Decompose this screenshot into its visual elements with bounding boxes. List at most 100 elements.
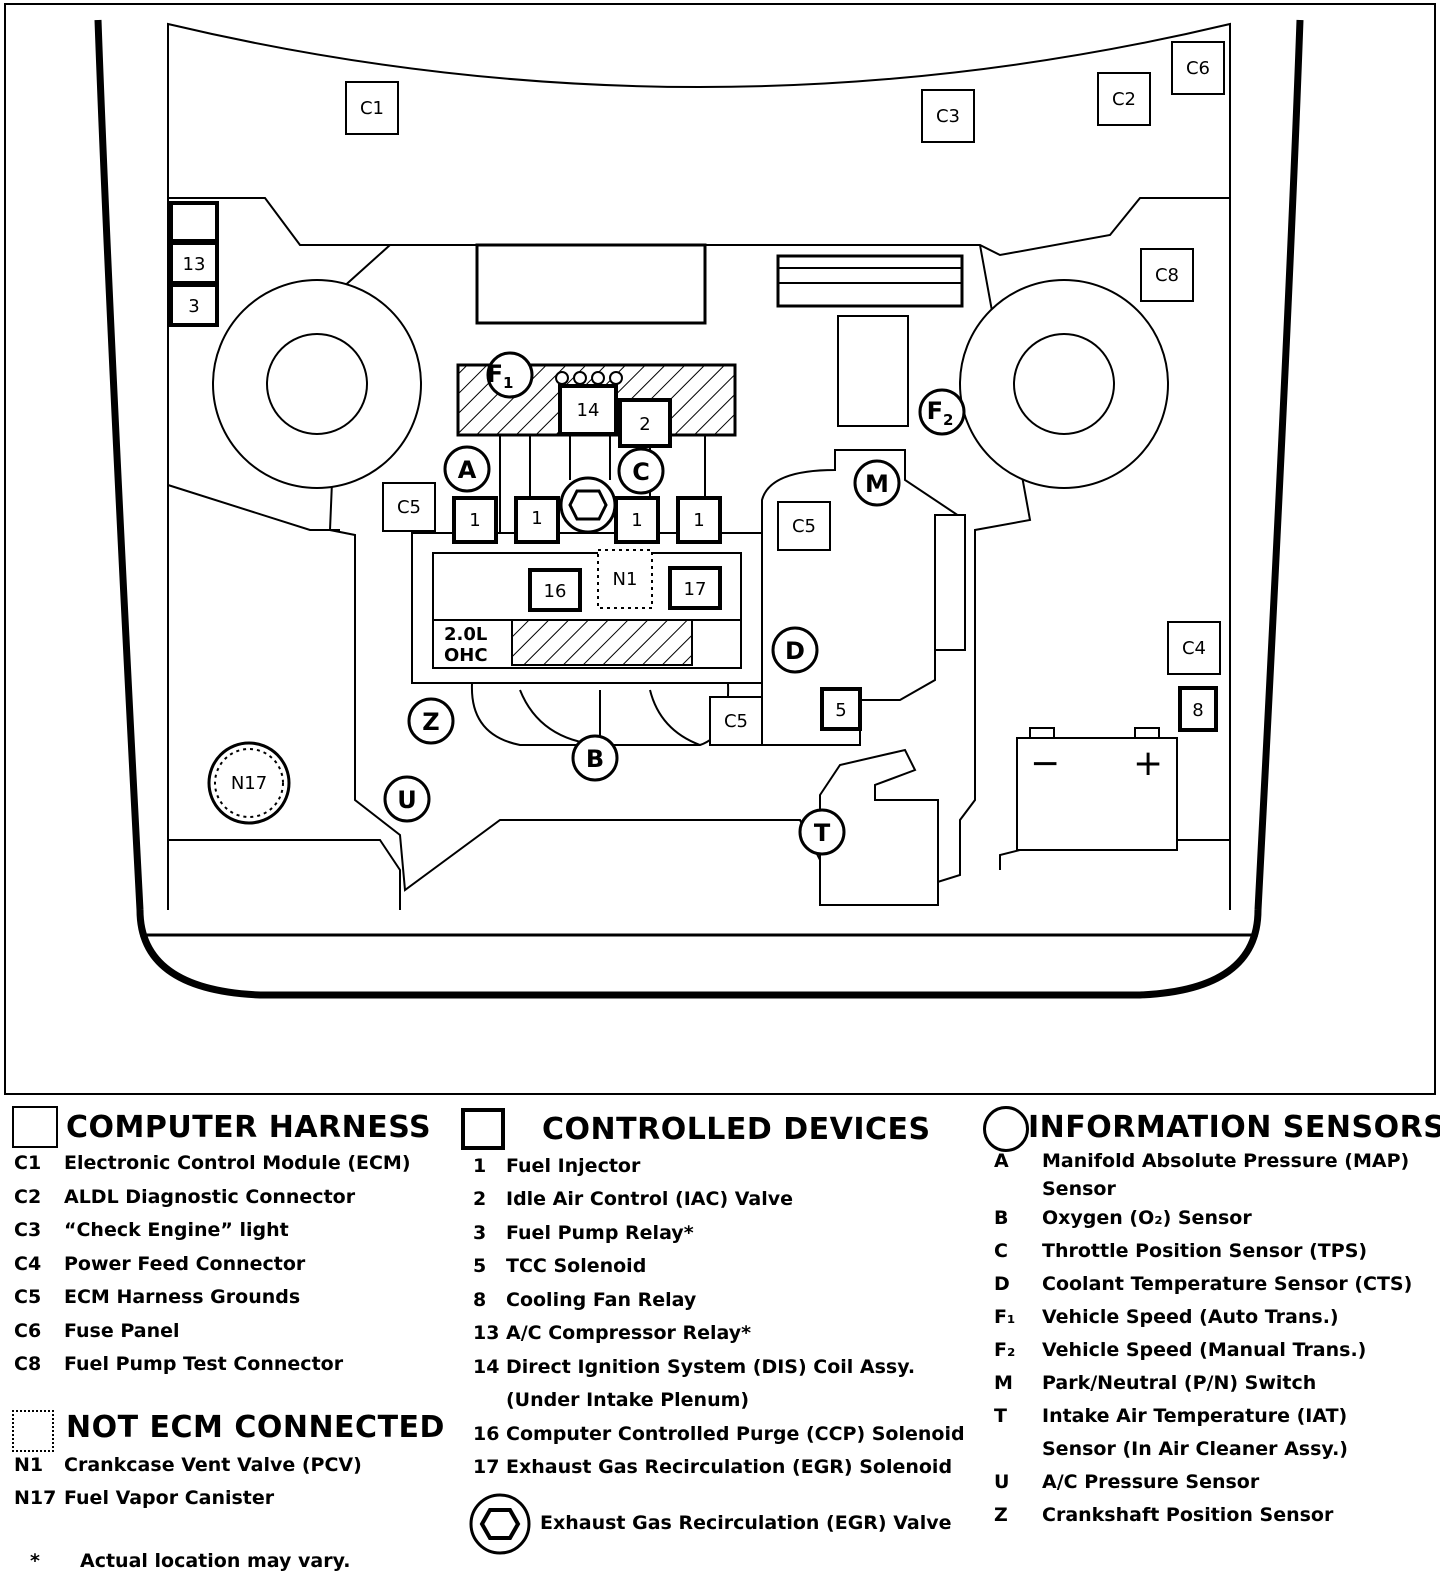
tag-n17: N17 [207,741,291,825]
compartment-outline [167,198,1231,910]
svg-text:U: U [397,786,417,814]
tag-1d: 1 [676,496,722,544]
svg-text:16: 16 [544,581,567,602]
svg-text:C5: C5 [724,711,748,732]
tag-16: 16 [528,568,582,612]
tag-m: M [853,459,901,507]
tag-c5-bottom: C5 [709,696,763,746]
tag-t: T [798,808,846,856]
tag-5: 5 [820,687,862,731]
tag-z: Z [407,697,455,745]
tag-b: B [571,734,619,782]
svg-text:A: A [458,456,477,484]
engine-label-line1: 2.0L [444,624,487,645]
tag-14: 14 [558,384,618,436]
tag-c5-right: C5 [777,501,831,551]
tag-d: D [771,626,819,674]
svg-text:1: 1 [693,510,704,531]
svg-text:B: B [586,745,604,773]
svg-text:3: 3 [188,296,199,317]
exhaust-runner [519,689,701,746]
right-strut-center [1013,333,1115,435]
footnote-mark: * [30,1550,40,1572]
cowl-panel [167,22,1231,257]
tag-1a: 1 [452,496,498,544]
tag-17: 17 [668,566,722,610]
svg-text:F1: F1 [487,360,514,392]
tag-8: 8 [1178,686,1218,732]
svg-text:C3: C3 [936,106,960,127]
battery-minus: − [1030,743,1060,784]
cam-cover-hatch [511,619,693,666]
tag-n1: N1 [597,549,653,609]
svg-text:1: 1 [531,508,542,529]
tag-13: 13 [169,241,219,285]
tag-c8: C8 [1140,248,1194,302]
engine-bay-outline [328,244,1032,902]
footnote-text: Actual location may vary. [80,1550,351,1572]
air-cleaner-upper [776,254,964,308]
svg-text:13: 13 [183,254,206,275]
not-ecm-symbol [12,1410,54,1452]
svg-text:M: M [865,470,889,498]
svg-text:17: 17 [684,579,707,600]
svg-text:1: 1 [631,510,642,531]
sensors-title: INFORMATION SENSORS [1028,1110,1440,1145]
engine-label-line2: OHC [444,645,488,666]
svg-text:D: D [785,637,805,665]
svg-text:N1: N1 [613,569,638,590]
svg-text:8: 8 [1192,700,1203,721]
tag-f1: F1 [486,351,534,399]
battery-plus: + [1133,743,1163,784]
tag-c: C [617,447,665,495]
left-fender-line [94,19,144,911]
left-strut-brace [167,484,340,531]
diagram-frame [4,3,1436,1095]
sensor-tags: F1 F2 A C M D Z B U T [383,351,966,856]
svg-text:1: 1 [469,510,480,531]
device-tags: 13 3 14 2 1 1 1 1 16 17 5 8 [169,201,1218,732]
left-strut-center [266,333,368,435]
svg-text:Z: Z [422,708,439,736]
svg-text:C6: C6 [1186,58,1210,79]
svg-text:C1: C1 [360,98,384,119]
not-ecm-tags: N1 N17 [207,549,653,825]
tag-c4: C4 [1167,621,1221,675]
svg-text:C8: C8 [1155,265,1179,286]
svg-text:C2: C2 [1112,89,1136,110]
tag-1b: 1 [514,496,560,544]
battery [1016,737,1178,851]
svg-text:N17: N17 [231,773,267,794]
tag-3: 3 [169,283,219,327]
tag-c5-left: C5 [382,482,436,532]
air-cleaner-box [819,748,939,906]
tag-c2: C2 [1097,72,1151,126]
svg-text:C: C [632,458,650,486]
harness-tags: C1 C3 C2 C6 C8 C5 C5 C5 C4 [345,41,1225,746]
transaxle-case [934,514,966,651]
tag-c1: C1 [345,81,399,135]
tag-blank-top [169,201,219,243]
svg-text:2: 2 [639,414,650,435]
svg-text:F2: F2 [927,397,954,429]
svg-text:5: 5 [835,700,846,721]
tag-u: U [383,775,431,823]
sensors-symbol [983,1106,1029,1152]
harness-title: COMPUTER HARNESS [66,1110,432,1145]
tag-a: A [443,445,491,493]
egr-valve-legend-icon [469,1493,531,1555]
tag-c3: C3 [921,89,975,143]
tag-c6: C6 [1171,41,1225,95]
air-duct [837,315,909,427]
tag-f2: F2 [918,388,966,436]
svg-text:C5: C5 [397,497,421,518]
svg-text:14: 14 [577,400,600,421]
cowl-block [475,243,707,325]
svg-text:T: T [814,819,831,847]
devices-symbol [461,1108,505,1150]
tag-2: 2 [618,398,672,448]
egr-valve-hex [568,489,608,521]
harness-symbol [12,1106,58,1148]
battery-terminal-pos [1134,727,1160,739]
not-ecm-title: NOT ECM CONNECTED [66,1410,445,1445]
